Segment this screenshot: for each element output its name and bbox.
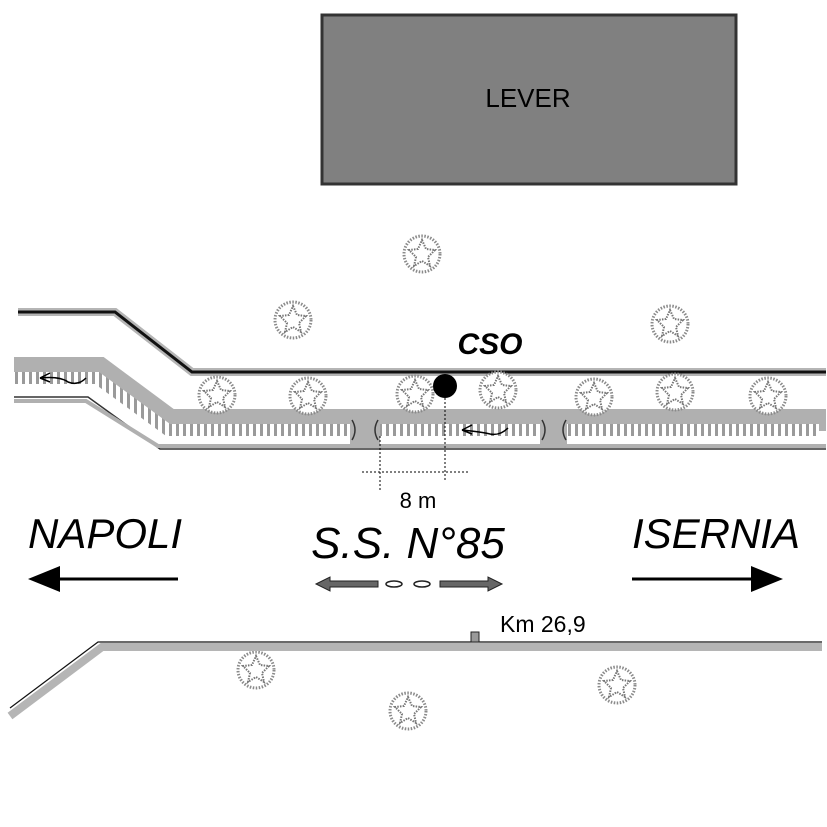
building-label: LEVER [485, 83, 570, 113]
tree-icon [197, 375, 237, 415]
arrow-left-icon [28, 566, 178, 592]
tree-icon [402, 234, 442, 274]
road-name: S.S. N°85 [311, 519, 505, 568]
tree-icon [574, 377, 614, 417]
tree-icon [748, 376, 788, 416]
arrow-right-icon [632, 566, 783, 592]
road-direction-arrows-icon [314, 576, 504, 592]
direction-west-label: NAPOLI [28, 510, 182, 557]
tree-icon [236, 650, 276, 690]
station-label: CSO [457, 328, 522, 361]
tree-icon [395, 374, 435, 414]
upper-road-edge [18, 308, 826, 376]
distance-dimension: 8 m [362, 398, 468, 513]
station-marker [433, 374, 457, 398]
km-marker-label: Km 26,9 [500, 611, 586, 637]
tree-icon [597, 665, 637, 705]
building-lever: LEVER [320, 13, 738, 186]
station-cso: CSO [433, 328, 523, 398]
tree-icon [288, 376, 328, 416]
km-marker: Km 26,9 [470, 611, 586, 643]
tree-icon [388, 691, 428, 731]
distance-label: 8 m [400, 488, 437, 513]
tree-icon [655, 372, 695, 412]
tree-icon [650, 304, 690, 344]
trees [197, 234, 788, 731]
direction-east-label: ISERNIA [632, 510, 800, 557]
tree-icon [273, 300, 313, 340]
railway [14, 357, 826, 450]
lower-road-edge [7, 641, 822, 720]
tree-icon [478, 370, 518, 410]
